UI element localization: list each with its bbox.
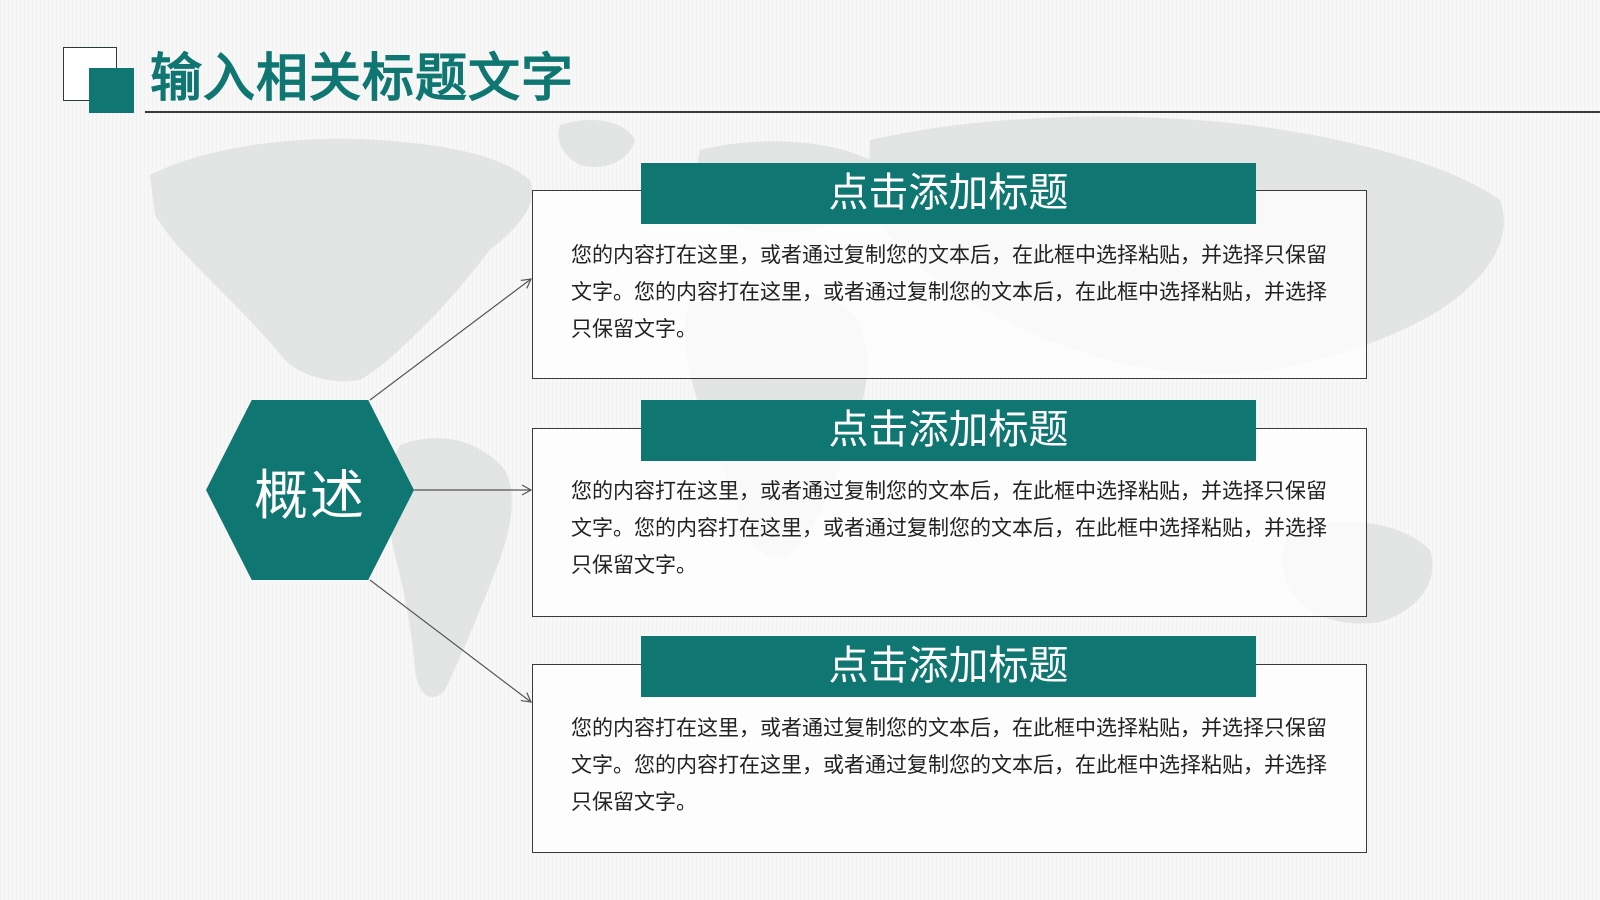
card-1-heading[interactable]: 点击添加标题 — [641, 163, 1256, 224]
greenland-shape — [558, 120, 635, 168]
card-3-heading[interactable]: 点击添加标题 — [641, 636, 1256, 697]
card-1-body[interactable]: 您的内容打在这里，或者通过复制您的文本后，在此框中选择粘贴，并选择只保留文字。您… — [571, 243, 1327, 341]
overview-label: 概述 — [254, 463, 366, 527]
north-america-shape — [150, 138, 533, 382]
card-3-body[interactable]: 您的内容打在这里，或者通过复制您的文本后，在此框中选择粘贴，并选择只保留文字。您… — [571, 716, 1327, 814]
overview-hexagon[interactable]: 概述 — [206, 400, 414, 580]
slide-title[interactable]: 输入相关标题文字 — [150, 49, 575, 109]
title-decoration-filled-square — [89, 68, 134, 113]
title-underline — [145, 111, 1600, 113]
card-2-body[interactable]: 您的内容打在这里，或者通过复制您的文本后，在此框中选择粘贴，并选择只保留文字。您… — [571, 479, 1327, 577]
card-2-heading[interactable]: 点击添加标题 — [641, 400, 1256, 461]
